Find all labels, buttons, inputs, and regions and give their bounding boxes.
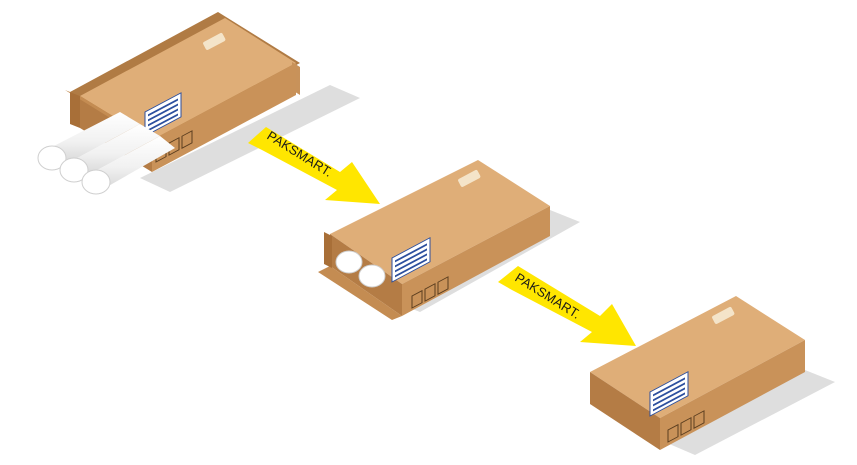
fragile-icon [667, 423, 679, 443]
keep-dry-icon [437, 276, 449, 295]
box-1-flap-left [70, 92, 80, 128]
tape-strip-icon [712, 307, 735, 324]
box-2-flap-left [324, 232, 332, 268]
this-way-up-icon [680, 417, 692, 436]
tape-strip-icon [203, 33, 226, 50]
box-3-top [590, 296, 805, 418]
tape-strip-icon [458, 170, 481, 187]
box-1-top [80, 18, 296, 140]
fragile-icon [411, 289, 423, 309]
box-3-shadow [660, 368, 835, 455]
box-2-top [330, 160, 550, 284]
box-1-open [37, 12, 360, 195]
arrow-2: PAKSMART. [498, 266, 636, 346]
box-3-side [660, 340, 805, 450]
box-2-side [402, 206, 550, 316]
poster-tube-icon [37, 112, 175, 195]
arrow-2-label: PAKSMART. [512, 270, 583, 322]
poster-tube-icon [335, 250, 386, 288]
keep-dry-icon [181, 130, 193, 149]
arrow-1: PAKSMART. [248, 127, 380, 204]
box-label-icon [391, 237, 431, 283]
box-3-front [590, 372, 660, 450]
box-label-icon [649, 371, 689, 417]
box-3-closed [590, 296, 835, 455]
keep-dry-icon [693, 410, 705, 429]
box-label-icon [144, 92, 182, 137]
box-1-shadow [140, 85, 360, 192]
this-way-up-icon [424, 283, 436, 302]
box-2-partial [318, 160, 580, 320]
box-2-flap-bottom [318, 266, 402, 320]
